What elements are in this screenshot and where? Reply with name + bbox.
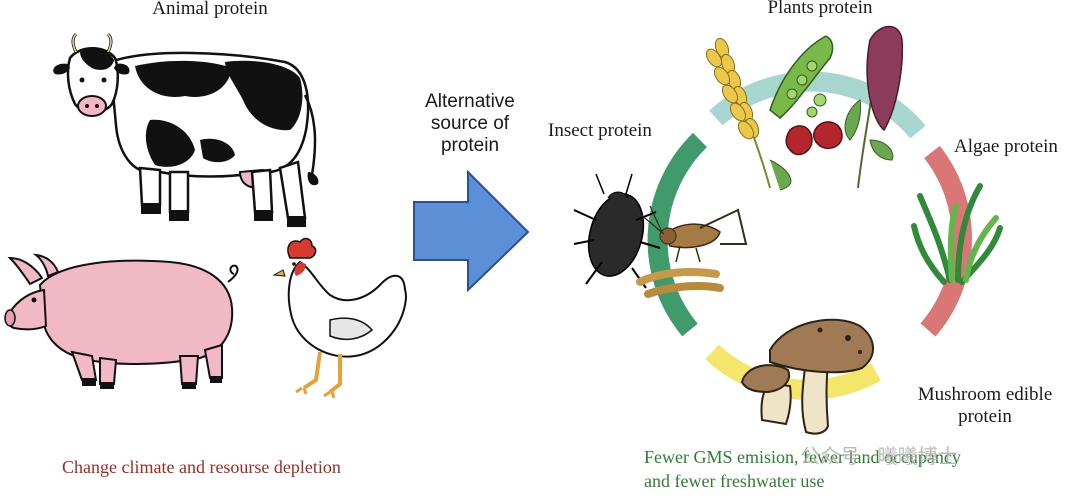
mushroom-icon [740, 318, 874, 435]
label-algae-protein: Algae protein [954, 136, 1058, 157]
label-insect-protein: Insect protein [548, 120, 652, 141]
pig-icon [4, 253, 239, 389]
quinoa-icon [844, 25, 904, 189]
footer-left-text: Change climate and resourse depletion [62, 457, 341, 477]
ring-segment-insect [647, 132, 708, 337]
label-animal-protein: Animal protein [152, 0, 268, 19]
peas-icon [769, 35, 834, 119]
wheat-icon [705, 37, 792, 191]
cow-icon [53, 32, 319, 227]
alternative-source-arrow [413, 169, 530, 293]
footer-right-text: Fewer GMS emision, fewer land occupancy … [644, 447, 961, 491]
kidney-beans-icon [785, 121, 843, 156]
beetle-icon [573, 173, 661, 289]
chicken-icon [272, 237, 407, 399]
cricket-icon [639, 205, 748, 263]
mealworm-icon [636, 268, 724, 298]
ring-segment-algae [920, 145, 972, 337]
watermark: 公众号 · 曦曦博士 [800, 446, 958, 468]
arrow-caption: Alternative source of protein [425, 91, 515, 156]
seaweed-icon [911, 183, 1003, 285]
label-plants-protein: Plants protein [767, 0, 873, 18]
label-mushroom-protein: Mushroom edible protein [917, 384, 1053, 427]
